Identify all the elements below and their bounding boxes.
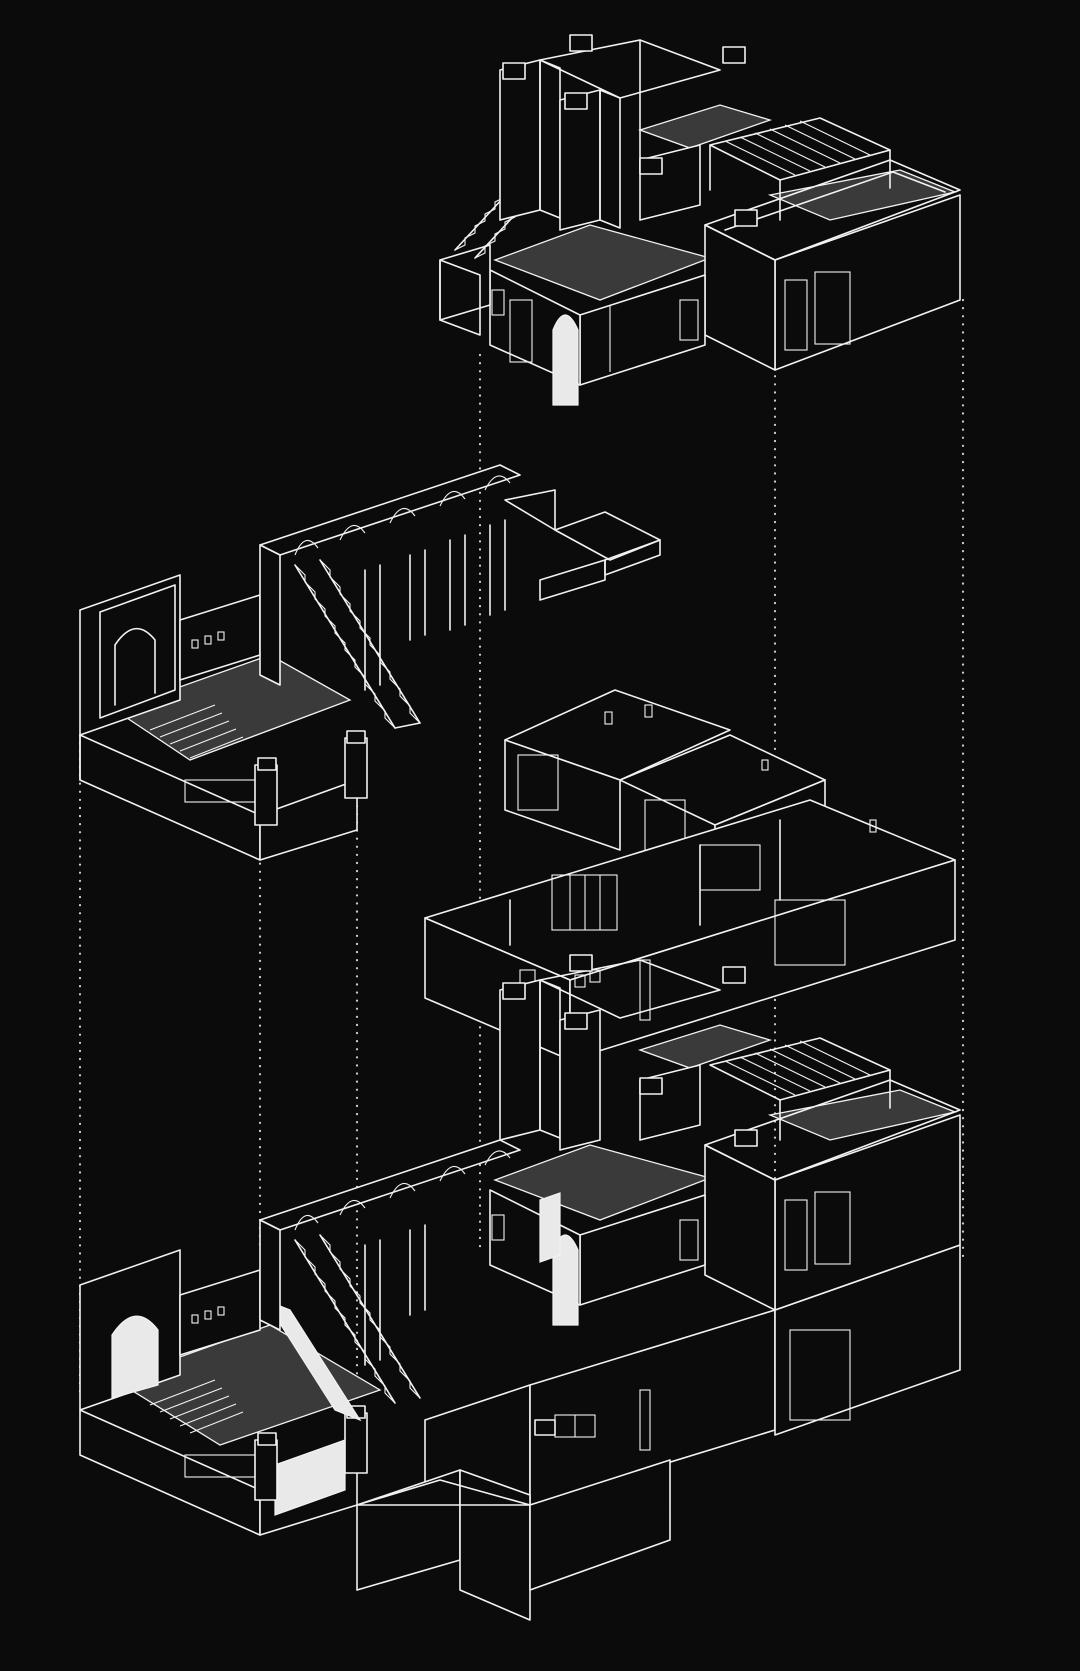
arcade-arches: [294, 475, 511, 556]
interior-rooms-level: [424, 689, 956, 1061]
tower-caps: [502, 34, 758, 227]
assembled-courtyard-steps: [149, 1379, 244, 1434]
arcade-columns: [364, 519, 506, 691]
grand-stair: [294, 559, 421, 729]
assembled-building: [79, 954, 961, 1621]
assembled-grand-stair: [294, 1234, 421, 1404]
courtyard-steps: [149, 704, 244, 759]
assembled-tower-caps: [502, 954, 758, 1436]
assembled-pergola: [709, 1037, 891, 1141]
pergola: [709, 117, 891, 221]
roof-level: [439, 34, 961, 406]
courtyard-stair-level: [79, 464, 661, 861]
assembled-arcade-columns: [364, 1224, 426, 1366]
assembled-arcade-arches: [294, 1150, 511, 1231]
